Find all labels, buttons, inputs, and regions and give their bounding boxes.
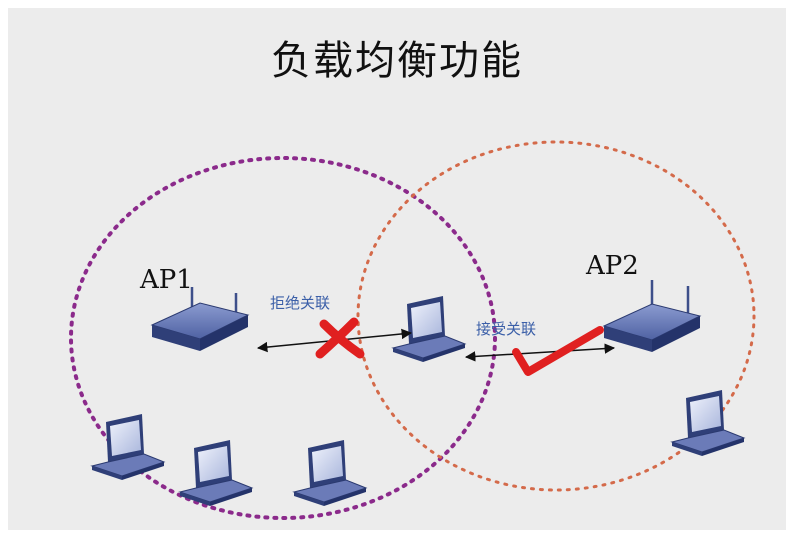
cross-mark-icon bbox=[315, 317, 365, 359]
ap2-coverage-range bbox=[356, 140, 756, 492]
ap1-router-icon bbox=[151, 287, 249, 352]
accept-link-arrow bbox=[464, 343, 616, 362]
ap2-label: AP2 bbox=[585, 251, 639, 281]
check-mark-icon bbox=[512, 326, 604, 376]
accept-link-label: 接受关联 bbox=[476, 320, 536, 338]
laptop-icon bbox=[179, 439, 253, 507]
page-title: 负载均衡功能 bbox=[271, 38, 523, 84]
laptop-icon bbox=[91, 413, 165, 481]
ap1-label: AP1 bbox=[139, 265, 193, 295]
laptop-icon bbox=[671, 389, 745, 457]
slide-canvas: 负载均衡功能 bbox=[8, 8, 786, 530]
laptop-icon bbox=[293, 439, 367, 507]
ap1-coverage-range bbox=[69, 156, 497, 520]
middle-laptop-icon bbox=[392, 295, 466, 363]
reject-link-label: 拒绝关联 bbox=[270, 294, 330, 312]
network-diagram: AP1 AP2 拒绝关联 接受关联 bbox=[69, 140, 756, 520]
ap2-router-icon bbox=[603, 280, 701, 353]
